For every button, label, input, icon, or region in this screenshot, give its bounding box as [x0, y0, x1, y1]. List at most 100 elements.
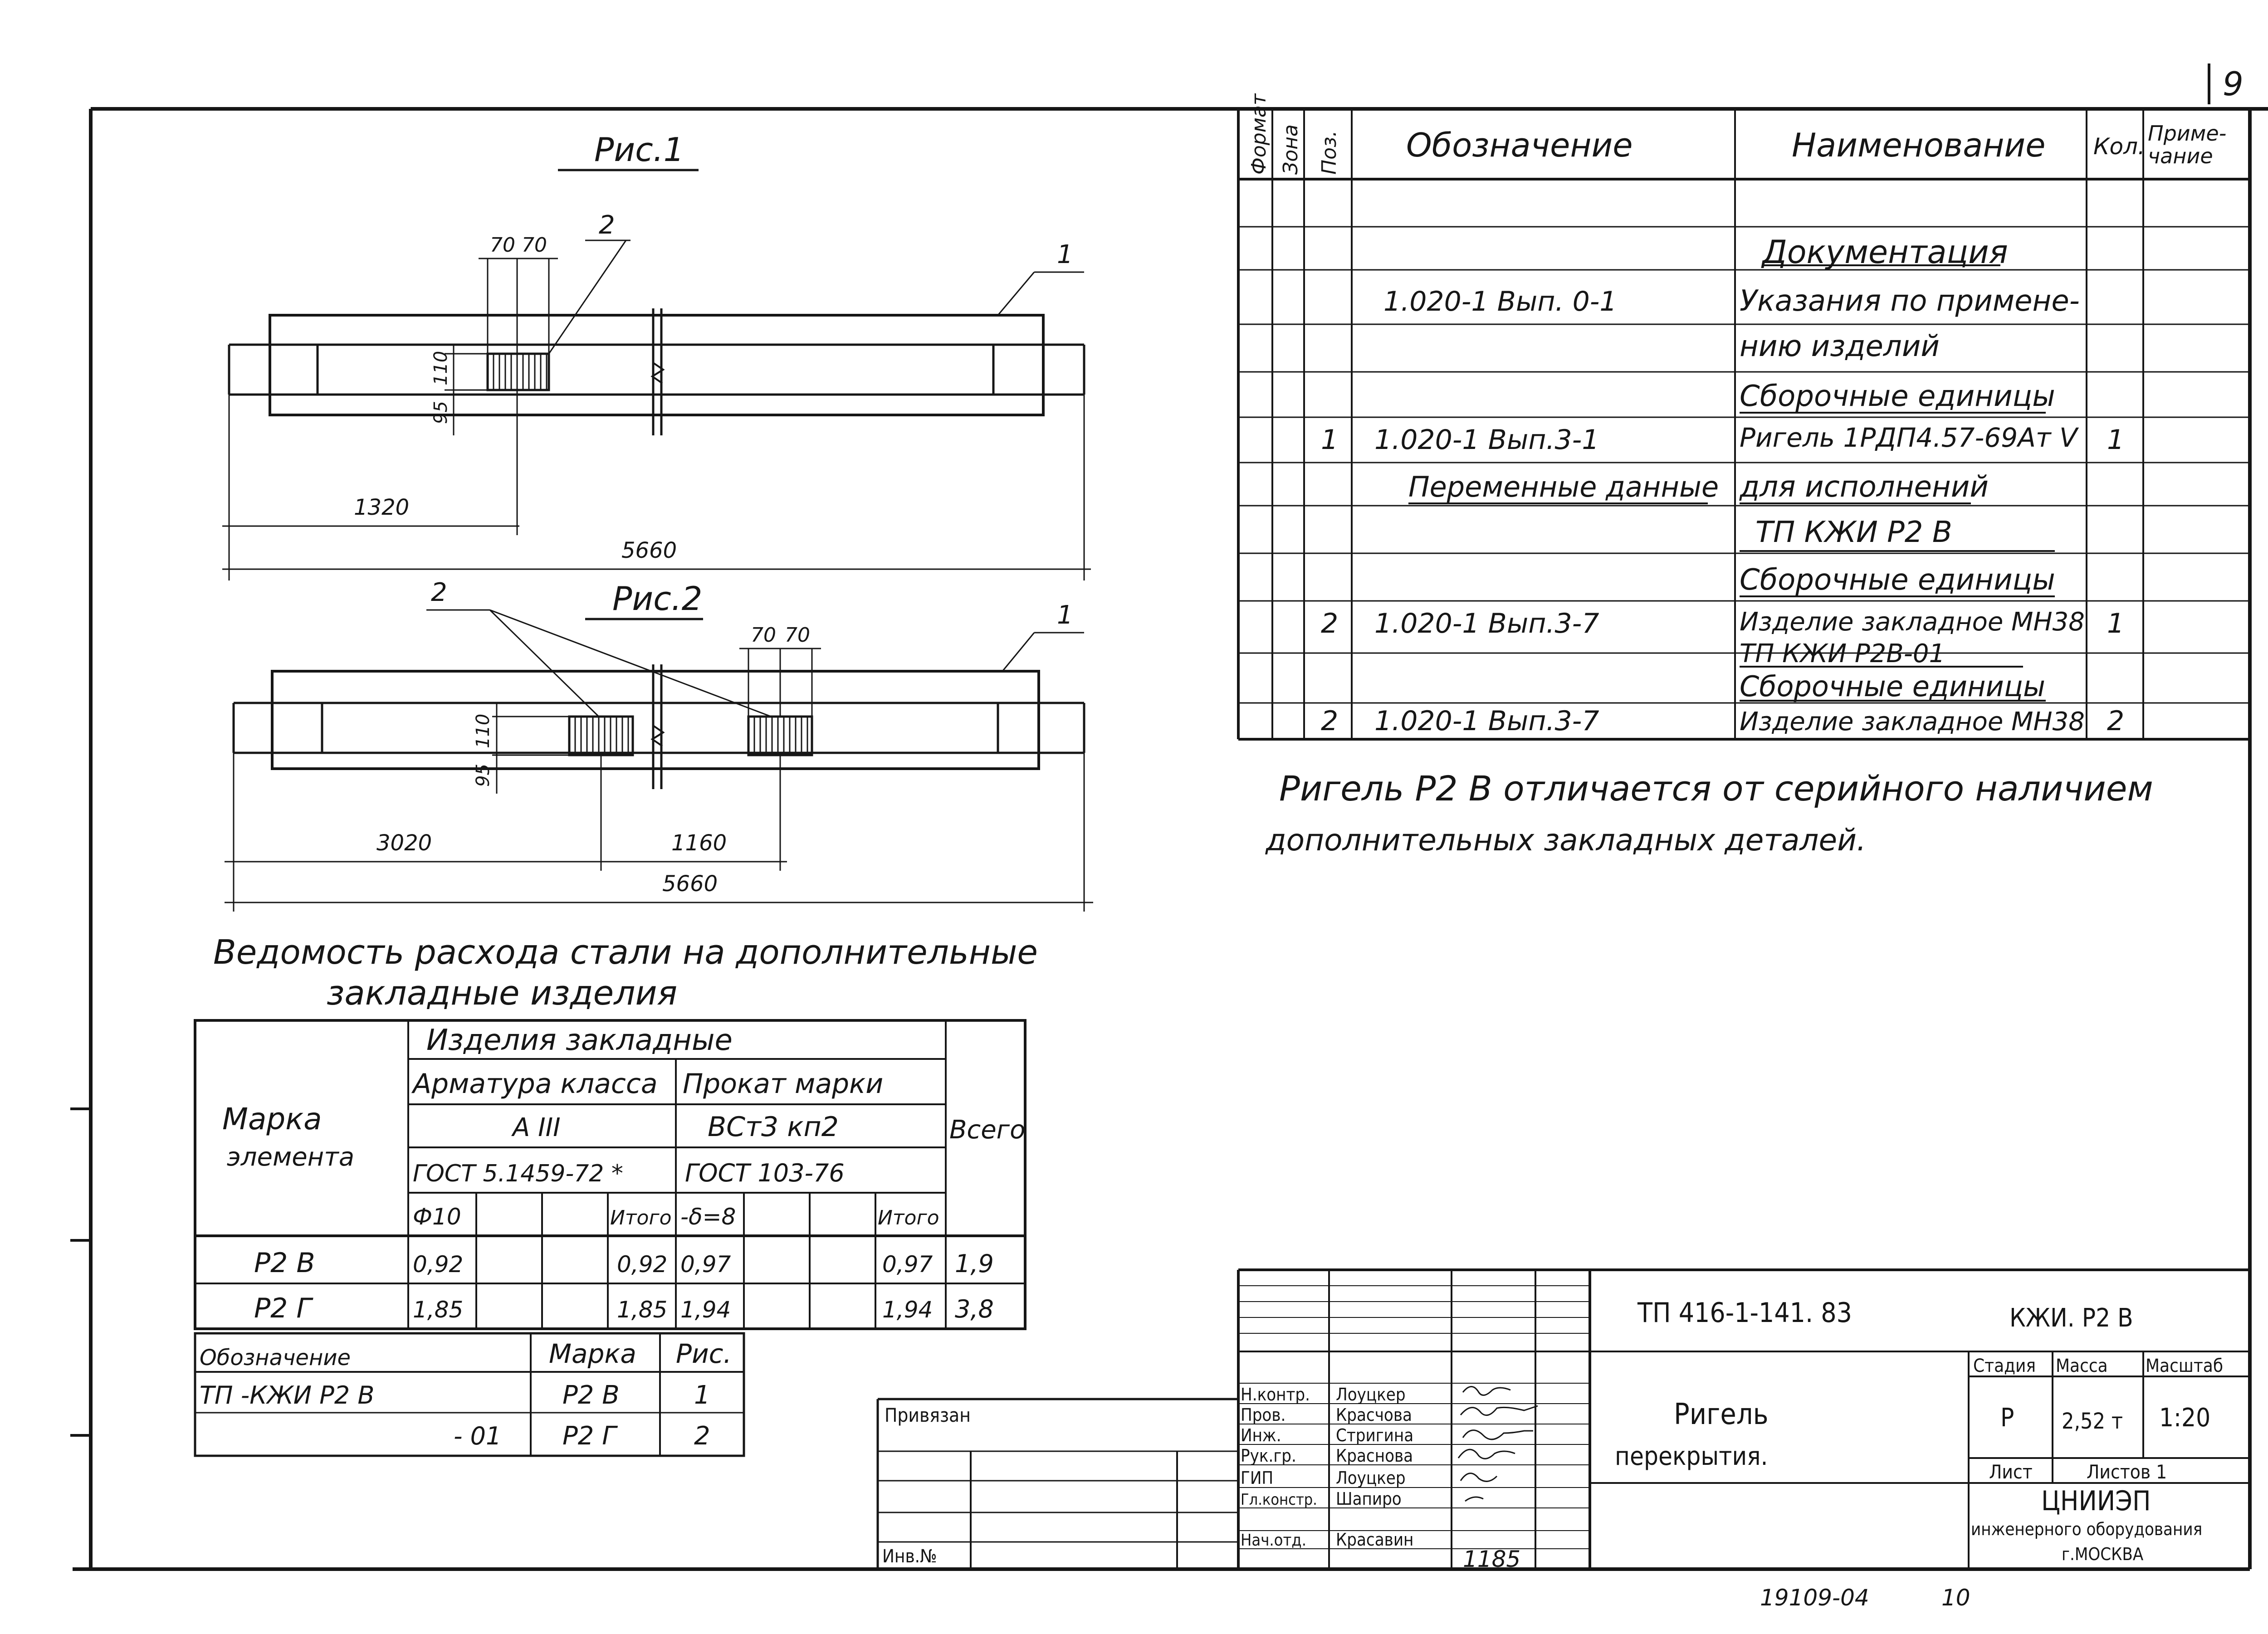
title-block-title-1: Ригель: [1674, 1398, 1769, 1431]
steel-row-itogo-rebar: 0,92: [617, 1251, 667, 1278]
fig1-callout-1: 1: [1057, 240, 1073, 269]
steel-header-mark-1: Марка: [222, 1102, 322, 1136]
figure-1: Рис.1: [222, 131, 1091, 580]
spec-row-name: ТП КЖИ Р2 В: [1755, 516, 1952, 549]
role-label: Гл.констр.: [1241, 1491, 1317, 1509]
spec-row-name: Изделие закладное МН38: [1740, 707, 2085, 737]
variants-row-mark: Р2 Г: [562, 1421, 618, 1451]
note-line-2: дополнительных закладных деталей.: [1265, 823, 1866, 858]
fig2-caption: Рис.2: [612, 580, 703, 618]
steel-row-total: 3,8: [955, 1295, 994, 1323]
steel-row: Р2 Г 1,85 1,85 1,94 1,94 3,8: [254, 1293, 994, 1324]
spec-row-designation: 1.020-1 Вып.3-7: [1374, 608, 1599, 639]
note-line-1: Ригель Р2 В отличается от серийного нали…: [1279, 768, 2153, 809]
spec-header-designation: Обозначение: [1406, 126, 1633, 164]
spec-row-name: Изделие закладное МН38: [1740, 607, 2085, 637]
steel-row-mark: Р2 В: [254, 1247, 315, 1279]
fig2-dim-3020: 3020: [376, 830, 432, 856]
fig2-dim-110: 110: [473, 714, 494, 748]
spec-table-grid: [1237, 109, 2250, 741]
title-block-sheet-label: Лист: [1989, 1461, 2033, 1483]
steel-header-mark-2: элемента: [227, 1142, 354, 1172]
steel-header-t8: -δ=8: [680, 1204, 736, 1230]
role-label: Пров.: [1241, 1405, 1286, 1425]
role-label: Н.контр.: [1241, 1385, 1310, 1405]
signature-rows: Н.контр. Лоуцкер Пров. Красчова Инж. Стр…: [1241, 1385, 1413, 1550]
steel-row-itogo-rebar: 1,85: [617, 1297, 667, 1323]
spec-row-name: Сборочные единицы: [1740, 563, 2055, 597]
fig2-dim-70b: 70: [785, 624, 810, 647]
variants-row-fig: 1: [694, 1380, 710, 1410]
handwritten-signatures: [1457, 1386, 1538, 1502]
title-block-scale-label: Масштаб: [2146, 1356, 2223, 1376]
steel-row-total: 1,9: [955, 1249, 994, 1278]
steel-header-rebar-std: ГОСТ 5.1459-72 *: [413, 1160, 623, 1187]
spec-row-designation: 1.020-1 Вып. 0-1: [1383, 286, 1617, 317]
steel-row: Р2 В 0,92 0,92 0,97 0,97 1,9: [254, 1247, 994, 1279]
title-block-org-1: ЦНИИЭП: [2041, 1485, 2151, 1517]
spec-header-zone: Зона: [1279, 124, 1302, 175]
steel-header-rebar: Арматура класса: [411, 1068, 658, 1100]
role-name: Красавин: [1336, 1530, 1413, 1550]
title-block-sheet-code: КЖИ. Р2 В: [2009, 1303, 2133, 1333]
spec-row-name: нию изделий: [1740, 330, 1940, 363]
steel-row-itogo-rolled: 1,94: [882, 1297, 933, 1323]
spec-row-name: Сборочные единицы: [1740, 380, 2055, 413]
spec-row-designation: 1.020-1 Вып.3-1: [1374, 424, 1599, 456]
title-block-title-2: перекрытия.: [1615, 1442, 1768, 1471]
role-name: Лоуцкер: [1336, 1468, 1406, 1488]
spec-row-qty: 1: [2107, 608, 2124, 639]
steel-table-grid: [194, 1019, 1026, 1330]
variants-row-fig: 2: [694, 1421, 710, 1451]
sheet-number: 9: [2223, 65, 2244, 103]
inventory-label: Инв.№: [882, 1546, 937, 1567]
spec-row-name: Указания по примене-: [1740, 284, 2080, 318]
spec-row-qty: 2: [2107, 705, 2124, 737]
fig2-dim-70a: 70: [751, 624, 776, 647]
role-name: Красчова: [1336, 1405, 1412, 1425]
title-block-org-2: инженерного оборудования: [1971, 1519, 2202, 1539]
fig1-dim-1320: 1320: [354, 495, 409, 520]
steel-header-rolled-grade: ВСт3 кп2: [708, 1111, 839, 1143]
spec-header-note-2: чание: [2148, 144, 2213, 168]
figure-2: Рис.2: [225, 578, 1093, 912]
spec-header-name: Наименование: [1792, 126, 2046, 164]
steel-header-total: Всего: [949, 1115, 1025, 1145]
spec-header-pos: Поз.: [1318, 131, 1341, 175]
binding-label: Привязан: [885, 1404, 971, 1426]
fig1-callout-2: 2: [599, 210, 615, 240]
steel-header-itogo-rolled: Итого: [878, 1206, 939, 1229]
fig2-callouts: [426, 609, 1084, 717]
spec-row-name: ТП КЖИ Р2В-01: [1740, 639, 1945, 668]
steel-row-d10: 0,92: [413, 1251, 463, 1278]
spec-row-qty: 1: [2107, 424, 2124, 456]
steel-table-title-2: закладные изделия: [327, 974, 677, 1013]
fig1-dim-110: 110: [430, 351, 451, 385]
steel-header-rebar-class: А III: [511, 1113, 561, 1142]
fig1-caption: Рис.1: [594, 131, 684, 169]
sheet-frame: [70, 63, 2268, 1571]
spec-row-name: Документация: [1761, 234, 2008, 271]
fig2-dim-5660: 5660: [662, 871, 718, 897]
fig2-callout-2: 2: [431, 578, 447, 607]
fig1-dim-95: 95: [430, 401, 451, 424]
variants-row-designation: ТП -КЖИ Р2 В: [200, 1381, 374, 1410]
role-name: Шапиро: [1336, 1489, 1402, 1509]
fig2-embedded-plate-left: [568, 715, 634, 756]
variants-row: - 01 Р2 Г 2: [454, 1421, 710, 1451]
steel-header-d10: Ф10: [413, 1204, 461, 1230]
fig2-embedded-plate-right: [747, 715, 813, 756]
title-block-scale: 1:20: [2159, 1403, 2210, 1433]
title-block-mass-label: Масса: [2056, 1356, 2108, 1376]
footer-page: 10: [1941, 1585, 1970, 1611]
fig2-dim-95: 95: [473, 764, 494, 787]
variants-row-designation: - 01: [454, 1422, 501, 1450]
spec-row-designation: 1.020-1 Вып.3-7: [1374, 705, 1599, 737]
title-block-grid: [1237, 1268, 2250, 1569]
role-label: ГИП: [1241, 1468, 1273, 1488]
steel-row-itogo-rolled: 0,97: [882, 1251, 933, 1278]
spec-row-pos: 2: [1321, 705, 1338, 737]
spec-header-note-1: Приме-: [2148, 121, 2226, 146]
steel-header-items: Изделия закладные: [426, 1024, 733, 1057]
